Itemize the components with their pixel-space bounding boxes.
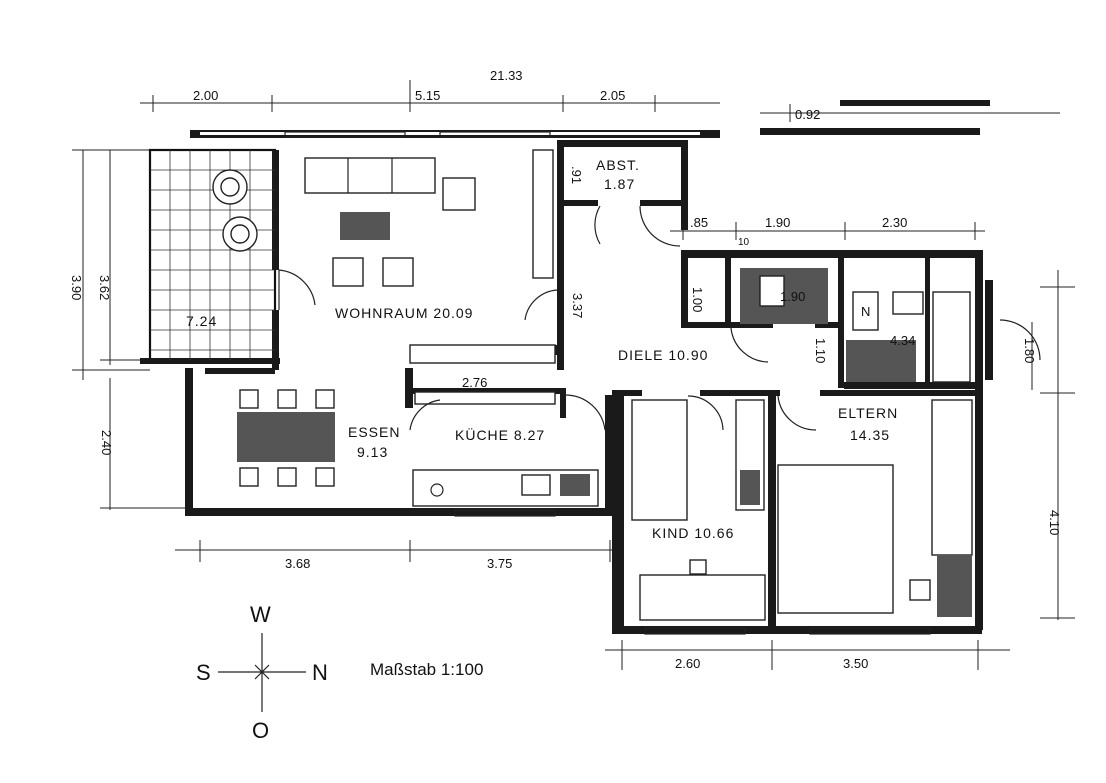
label-kind: KIND 10.66	[652, 525, 734, 541]
dim-bottom-1: 3.68	[285, 556, 310, 571]
dim-bottom-4: 3.50	[843, 656, 868, 671]
dim-abst-h: .91	[569, 166, 584, 184]
label-diele: DIELE 10.90	[618, 347, 708, 363]
dim-right-1: 1.80	[1022, 338, 1037, 363]
furniture	[237, 149, 973, 621]
dim-counter: 2.76	[462, 375, 487, 390]
dim-mid-2: 1.90	[765, 215, 790, 230]
compass-west: W	[250, 602, 271, 627]
dim-top-1: 2.00	[193, 88, 218, 103]
label-abst-area: 1.87	[604, 176, 635, 192]
dim-left-1: 3.90	[69, 275, 84, 300]
compass-east: O	[252, 718, 269, 743]
dim-top-5: 0.92	[795, 107, 820, 122]
dim-top-4: 2.05	[600, 88, 625, 103]
label-eltern-name: ELTERN	[838, 405, 898, 421]
dim-wc-n: N	[861, 304, 870, 319]
balcony-tiles	[150, 150, 275, 360]
label-balcony-area: 7.24	[186, 313, 217, 329]
label-wohnraum: WOHNRAUM 20.09	[335, 305, 473, 321]
label-kueche: KÜCHE 8.27	[455, 426, 545, 443]
dim-bath-h: 1.10	[813, 338, 828, 363]
compass: W S N O	[196, 602, 328, 743]
label-bath-area: 4.34	[890, 333, 915, 348]
dimension-labels: 2.00 5.15 21.33 2.05 0.92 .85 1.90 2.30 …	[69, 68, 1062, 671]
windows	[284, 131, 931, 635]
dim-bottom-2: 3.75	[487, 556, 512, 571]
scale-label: Maßstab 1:100	[370, 660, 483, 679]
dim-hall-h: 3.37	[570, 293, 585, 318]
dim-wc-w: 1.90	[780, 289, 805, 304]
dim-bottom-3: 2.60	[675, 656, 700, 671]
walls	[140, 100, 993, 634]
dim-mid-1: .85	[690, 215, 708, 230]
compass-north: N	[312, 660, 328, 685]
dim-left-3: 2.40	[99, 430, 114, 455]
label-essen-area: 9.13	[357, 444, 388, 460]
dim-wc-h: 1.00	[690, 287, 705, 312]
label-abst-name: ABST.	[596, 157, 640, 173]
label-eltern-area: 14.35	[850, 427, 890, 443]
label-essen-name: ESSEN	[348, 424, 400, 440]
dim-right-2: 4.10	[1047, 510, 1062, 535]
dim-left-2: 3.62	[97, 275, 112, 300]
room-labels: WOHNRAUM 20.09 ABST. 1.87 DIELE 10.90 ES…	[186, 157, 915, 541]
door-swings	[278, 205, 1041, 431]
dim-top-2: 5.15	[415, 88, 440, 103]
dim-top-3: 21.33	[490, 68, 523, 83]
dimension-lines	[72, 80, 1075, 670]
dim-mid-3: 2.30	[882, 215, 907, 230]
compass-south: S	[196, 660, 211, 685]
dim-mid-small: 10	[738, 237, 750, 248]
